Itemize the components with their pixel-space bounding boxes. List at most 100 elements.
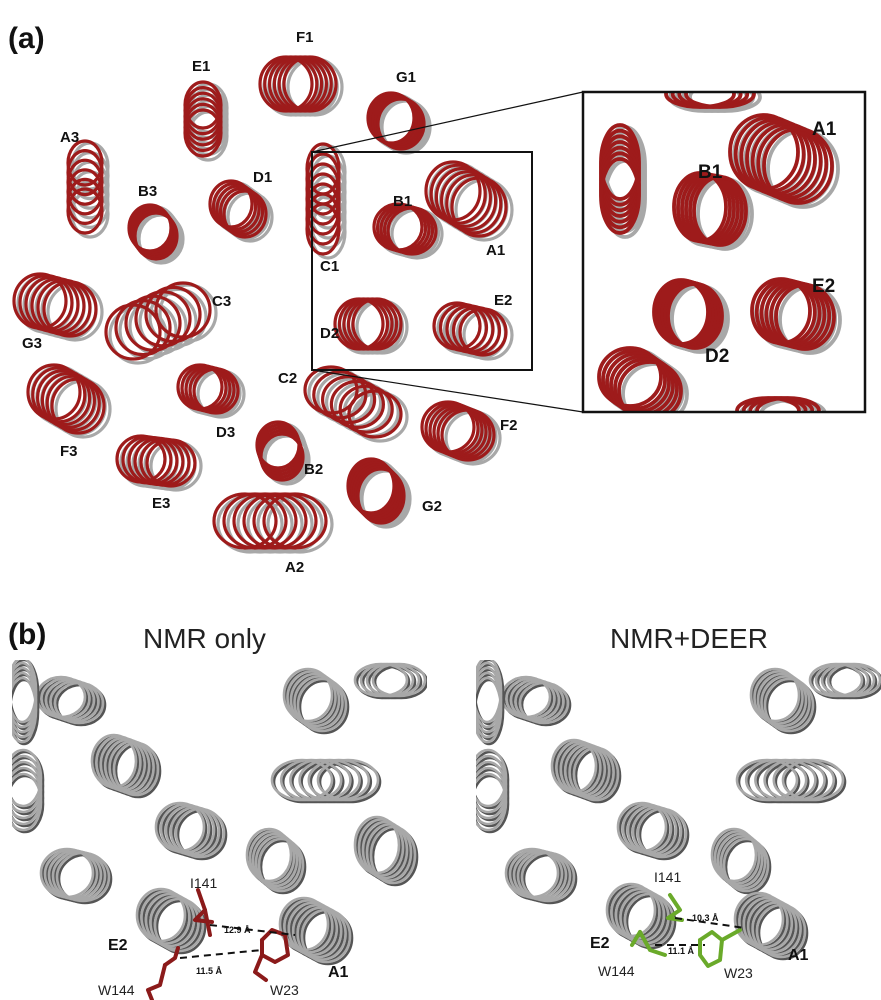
bl-helix-2-gray	[12, 660, 38, 744]
br-helix-2-gray	[476, 660, 503, 744]
label-C2: C2	[278, 370, 297, 387]
zoom-line-bottom	[311, 369, 584, 413]
left-label-W23: W23	[270, 982, 299, 998]
label-C1: C1	[320, 258, 339, 275]
helix-C2-red	[303, 365, 403, 439]
right-distance-lower: 11.1 Å	[668, 946, 695, 956]
inset-helix-left-red	[599, 123, 641, 235]
bl-helix-10-gray	[245, 827, 305, 893]
left-distance-lower: 11.5 Å	[196, 966, 223, 976]
label-G3: G3	[22, 335, 42, 352]
panel-b-right-helices	[476, 660, 881, 961]
right-distance-upper: 10.3 Å	[692, 913, 719, 923]
inset-helix-bottom-left-red	[597, 346, 683, 412]
bl-helix-2-dark	[12, 660, 40, 746]
helix-G1-red	[366, 91, 426, 151]
left-label-W144: W144	[98, 982, 135, 998]
helix-D1-red	[208, 179, 268, 239]
bl-helix-11-gray	[353, 815, 417, 885]
label-D1: D1	[253, 169, 272, 186]
bl-helix-7-gray	[282, 667, 348, 733]
inset-helices	[597, 92, 842, 412]
inset-label-A1: A1	[812, 119, 837, 140]
right-label-W23: W23	[724, 965, 753, 981]
label-D2: D2	[320, 325, 339, 342]
bl-helix-A1-gray	[278, 896, 352, 964]
label-G2: G2	[422, 498, 442, 515]
br-helix-5-gray	[616, 801, 688, 859]
right-sidechains	[630, 893, 742, 968]
label-E2: E2	[494, 292, 512, 309]
helix-A2-red	[212, 492, 328, 550]
label-C3: C3	[212, 293, 231, 310]
br-helix-10-gray	[710, 827, 770, 893]
label-D3: D3	[216, 424, 235, 441]
inset-label-B1: B1	[698, 162, 723, 183]
left-distance-line-lower	[179, 949, 263, 959]
panel-b-left-title: NMR only	[143, 623, 266, 654]
label-G1: G1	[396, 69, 416, 86]
inset-frame	[581, 90, 867, 414]
inset-label-E2: E2	[812, 276, 835, 297]
helix-E1-red	[183, 80, 223, 158]
br-helix-8-gray	[808, 662, 881, 698]
left-sidechains	[146, 888, 290, 1000]
br-helix-3-dark	[476, 750, 510, 834]
label-A3: A3	[60, 129, 79, 146]
br-helix-6-gray	[504, 847, 576, 903]
helix-B1-red	[372, 202, 438, 256]
label-E1: E1	[192, 58, 210, 75]
helix-D3-red	[176, 363, 240, 415]
left-label-A1: A1	[328, 964, 349, 981]
helix-B3-red	[127, 203, 179, 261]
zoom-line-top	[311, 91, 584, 153]
helix-G3-red	[12, 272, 98, 338]
left-label-I141: I141	[190, 875, 217, 891]
helix-G2-red	[346, 457, 406, 525]
helix-E2-red	[432, 301, 508, 357]
bl-helix-3-gray	[12, 748, 43, 832]
br-helix-4-gray	[550, 738, 620, 802]
helix-E3-red	[115, 434, 197, 488]
panel-b-letter: (b)	[8, 618, 46, 651]
left-label-E2: E2	[108, 937, 128, 954]
bl-helix-9-gray	[270, 758, 380, 802]
helix-F2-red	[420, 400, 496, 462]
panel-a-letter: (a)	[8, 22, 45, 55]
bl-helix-5-gray	[154, 801, 226, 859]
label-B2: B2	[304, 461, 323, 478]
inset-helix-A1-red	[728, 113, 834, 205]
helix-A3-red	[66, 139, 104, 235]
inset-helix-D2-red	[652, 278, 724, 350]
label-F3: F3	[60, 443, 78, 460]
label-F2: F2	[500, 417, 518, 434]
inset-helix-E2-red	[750, 277, 836, 351]
br-helix-1-gray	[500, 675, 570, 725]
helix-A1-red	[424, 160, 508, 238]
br-helix-A1-gray	[733, 891, 807, 959]
helix-F1-red	[258, 55, 338, 113]
inset-label-D2: D2	[705, 346, 729, 367]
helix-F3-red	[26, 363, 106, 435]
panel-a-helices	[12, 55, 514, 554]
right-label-I141: I141	[654, 869, 681, 885]
label-E3: E3	[152, 495, 170, 512]
label-F1: F1	[296, 29, 314, 46]
left-distance-upper: 12.9 Å	[224, 925, 251, 935]
label-B3: B3	[138, 183, 157, 200]
label-A1: A1	[486, 242, 505, 259]
br-helix-9-gray	[735, 758, 845, 802]
helix-D2-red	[333, 297, 403, 351]
br-helix-7-gray	[749, 667, 815, 733]
label-B1: B1	[393, 193, 412, 210]
inset-helix-B1-red	[672, 171, 748, 247]
left-distance-line-upper	[209, 924, 296, 936]
inset-helix-top-red	[664, 92, 756, 109]
right-label-A1: A1	[788, 947, 809, 964]
br-helix-2-dark	[476, 660, 505, 746]
helix-C1-red	[305, 142, 341, 256]
right-label-E2: E2	[590, 935, 610, 952]
panel-b-left-helices	[12, 660, 427, 966]
zoom-box	[311, 151, 533, 371]
